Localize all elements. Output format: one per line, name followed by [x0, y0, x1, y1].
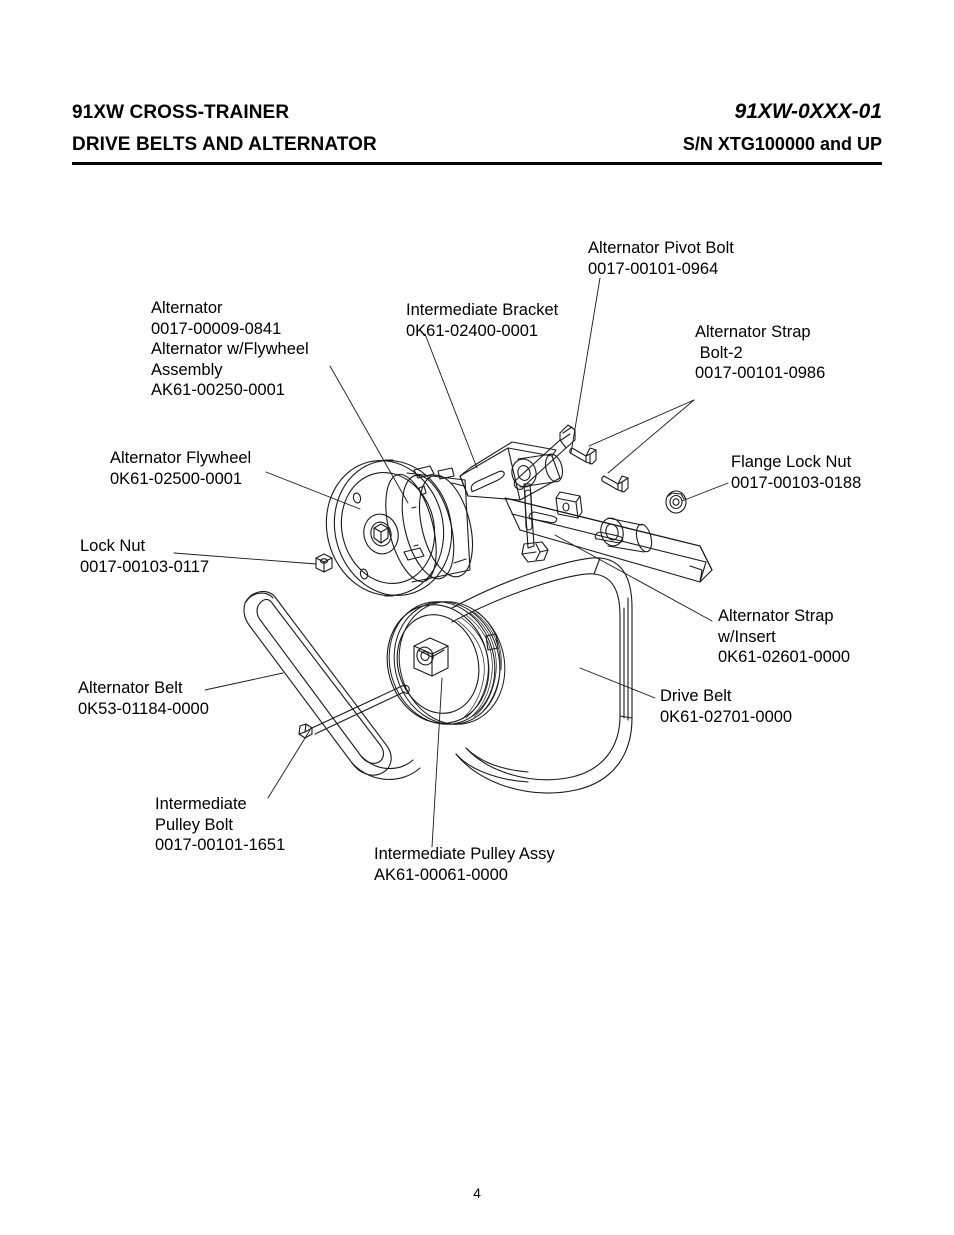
- alternator-strap-shape: [504, 483, 713, 583]
- alternator-strap-bolt-shape: [569, 447, 629, 493]
- label-drive-belt: Drive Belt 0K61-02701-0000: [660, 687, 793, 726]
- intermediate-pulley-bolt-shape: [298, 684, 410, 739]
- header-row-model: 91XW CROSS-TRAINER 91XW-0XXX-01: [72, 100, 882, 124]
- label-intermediate-pulley-bolt: Intermediate Pulley Bolt 0017-00101-1651: [155, 795, 286, 854]
- header-row-section: DRIVE BELTS AND ALTERNATOR S/N XTG100000…: [72, 134, 882, 156]
- exploded-assembly-drawing: [173, 277, 729, 848]
- serial-number-range: S/N XTG100000 and UP: [682, 134, 882, 154]
- flange-lock-nut-shape: [665, 490, 687, 514]
- page-header: 91XW CROSS-TRAINER 91XW-0XXX-01 DRIVE BE…: [72, 100, 882, 156]
- alternator-pivot-bolt-shape: [513, 424, 576, 490]
- label-alternator-belt: Alternator Belt 0K53-01184-0000: [78, 679, 209, 718]
- leader-lines: [173, 277, 729, 848]
- model-number: 91XW-0XXX-01: [734, 100, 882, 123]
- alternator-body-shape: [385, 465, 474, 583]
- lock-nut-shape: [315, 553, 333, 573]
- label-alternator-strap-w-insert: Alternator Strap w/Insert 0K61-02601-000…: [718, 607, 851, 666]
- label-intermediate-bracket: Intermediate Bracket 0K61-02400-0001: [406, 301, 559, 340]
- page-number: 4: [473, 1185, 481, 1201]
- parts-diagram: Alternator 0017-00009-0841 Alternator w/…: [0, 178, 954, 918]
- drive-belt-shape: [451, 557, 633, 794]
- label-alternator-pivot-bolt: Alternator Pivot Bolt 0017-00101-0964: [588, 239, 734, 278]
- label-alternator-flywheel: Alternator Flywheel 0K61-02500-0001: [110, 449, 252, 488]
- alternator-flywheel-shape: [325, 459, 453, 597]
- label-alternator-strap-bolt-2: Alternator Strap Bolt-2 0017-00101-0986: [695, 323, 826, 382]
- intermediate-pulley-shape: [386, 601, 506, 725]
- label-alternator: Alternator 0017-00009-0841 Alternator w/…: [151, 299, 309, 399]
- alternator-belt-shape: [243, 590, 421, 780]
- section-title: DRIVE BELTS AND ALTERNATOR: [72, 134, 377, 155]
- label-flange-lock-nut: Flange Lock Nut 0017-00103-0188: [731, 453, 862, 492]
- label-intermediate-pulley-assy: Intermediate Pulley Assy AK61-00061-0000: [374, 845, 555, 884]
- intermediate-bracket-shape: [459, 441, 564, 501]
- manual-title: 91XW CROSS-TRAINER: [72, 102, 290, 123]
- header-divider: [72, 162, 882, 165]
- label-lock-nut: Lock Nut 0017-00103-0117: [80, 537, 210, 576]
